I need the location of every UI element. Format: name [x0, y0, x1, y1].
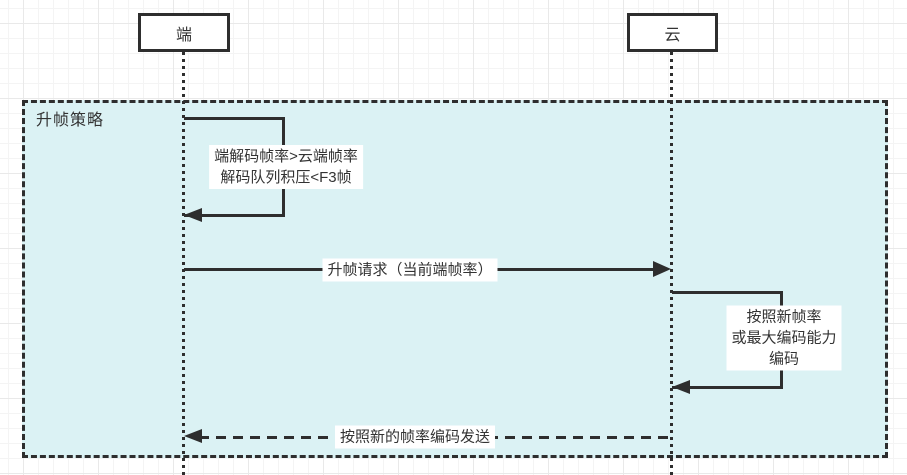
self-message-client-label-line1: 端解码帧率>云端帧率 — [214, 148, 358, 165]
actor-client-box[interactable]: 端 — [138, 13, 230, 52]
self-message-cloud-arrowhead-icon — [672, 380, 690, 394]
actor-cloud-box[interactable]: 云 — [627, 13, 718, 52]
self-message-client-label-line2: 解码队列积压<F3帧 — [220, 169, 352, 186]
actor-client-label: 端 — [175, 26, 192, 44]
lifeline-client — [182, 52, 185, 475]
message-request-label: 升帧请求（当前端帧率） — [322, 258, 498, 282]
actor-cloud-label: 云 — [664, 26, 681, 44]
self-message-cloud-label: 按照新帧率 或最大编码能力 编码 — [726, 305, 842, 371]
self-message-client-arrowhead-icon — [184, 208, 202, 222]
self-message-cloud-label-line2: 或最大编码能力 — [731, 329, 837, 347]
message-return-arrowhead-icon — [184, 429, 202, 443]
message-request-arrowhead-icon — [653, 261, 671, 277]
lifeline-cloud — [670, 52, 673, 475]
self-message-cloud-label-line1: 按照新帧率 — [746, 308, 822, 326]
self-message-client-label: 端解码帧率>云端帧率 解码队列积压<F3帧 — [209, 145, 363, 189]
frame-title: 升帧策略 — [36, 112, 105, 129]
message-return-label: 按照新的帧率编码发送 — [334, 425, 496, 449]
self-message-cloud-label-line3: 编码 — [768, 350, 800, 368]
